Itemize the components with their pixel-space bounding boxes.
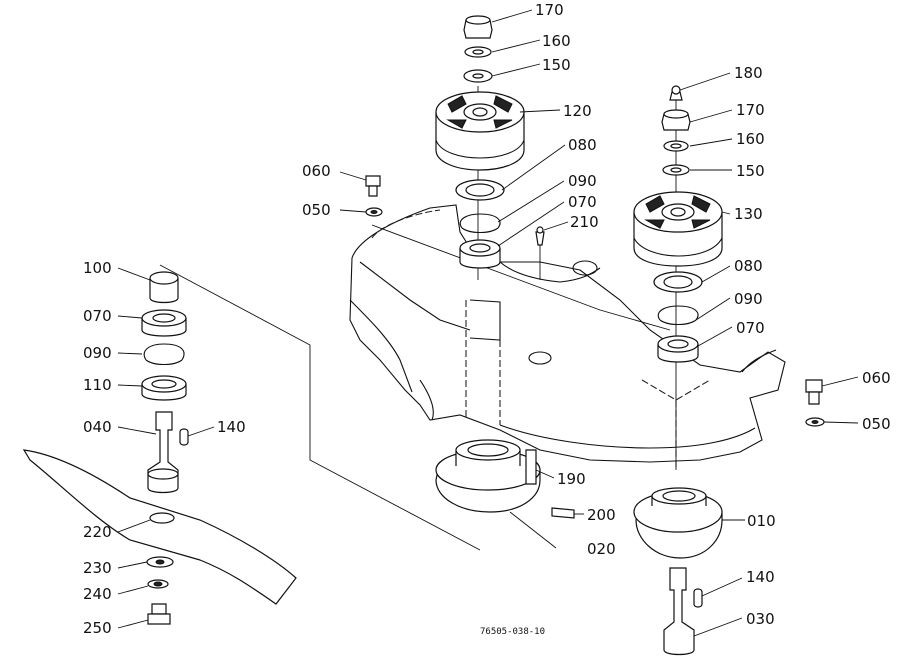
label-020: 020 [587,540,616,558]
label-040: 040 [83,418,112,436]
label-030: 030 [746,610,775,628]
label-050-right: 050 [862,415,891,433]
label-250: 250 [83,619,112,637]
label-160-top: 160 [542,32,571,50]
label-180: 180 [734,64,763,82]
label-010: 010 [747,512,776,530]
label-100: 100 [83,259,112,277]
guide-lines [159,86,677,551]
label-150-top: 150 [542,56,571,74]
label-070-left: 070 [83,307,112,325]
label-060-left: 060 [302,162,331,180]
label-080-center: 080 [568,136,597,154]
label-190: 190 [557,470,586,488]
label-060-right: 060 [862,369,891,387]
label-150-right: 150 [736,162,765,180]
label-070-right: 070 [736,319,765,337]
label-140-left: 140 [217,418,246,436]
label-240: 240 [83,585,112,603]
label-070-center: 070 [568,193,597,211]
label-110: 110 [83,376,112,394]
label-170-right: 170 [736,101,765,119]
left-parts [22,271,297,625]
drawing-code: 76505-038-10 [480,627,545,637]
label-120: 120 [563,102,592,120]
callout-labels: 170 160 150 120 080 090 070 210 060 050 … [83,1,891,637]
label-210: 210 [570,213,599,231]
center-parts [365,15,545,269]
label-050-left: 050 [302,201,331,219]
label-200: 200 [587,506,616,524]
right-parts [633,85,825,427]
label-170-top: 170 [535,1,564,19]
label-230: 230 [83,559,112,577]
label-090-center: 090 [568,172,597,190]
label-080-right: 080 [734,257,763,275]
housings [435,439,723,656]
label-140-right: 140 [746,568,775,586]
label-090-right: 090 [734,290,763,308]
label-090-left: 090 [83,344,112,362]
label-220: 220 [83,523,112,541]
label-130: 130 [734,205,763,223]
leader-lines [117,9,859,637]
label-160-right: 160 [736,130,765,148]
